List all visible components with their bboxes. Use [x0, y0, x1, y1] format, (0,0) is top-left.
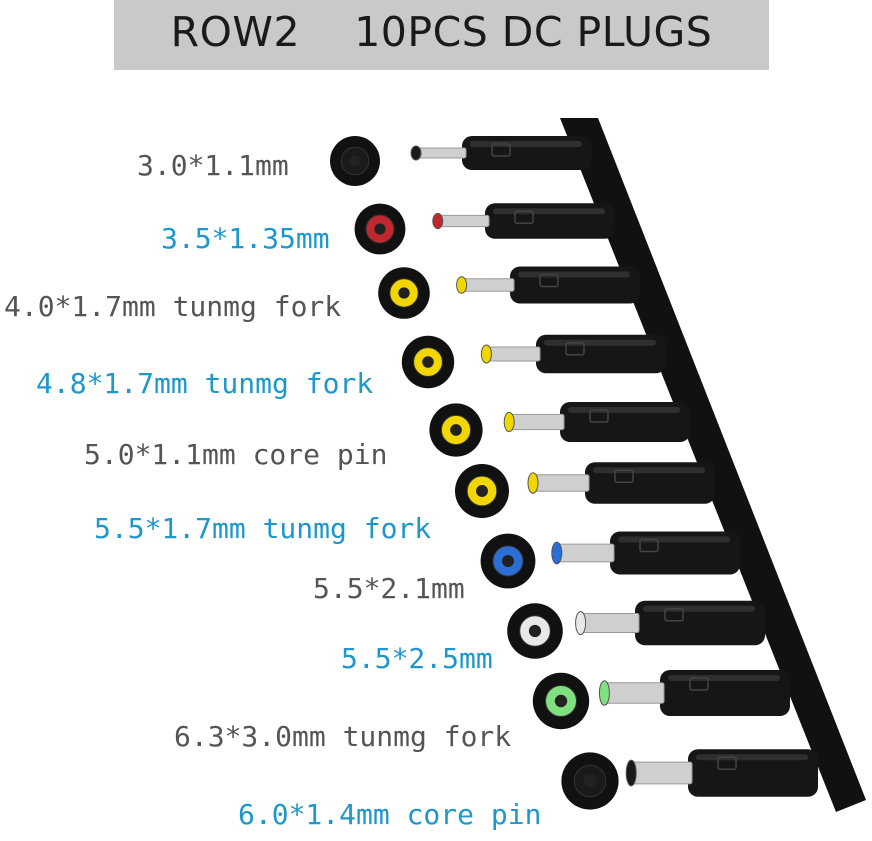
plug-tip-5: [429, 403, 483, 457]
plug-label-3: 4.0*1.7mm tunmg fork: [4, 290, 342, 323]
plug-label-7: 5.5*2.1mm: [313, 572, 465, 605]
dc-plug-5: [503, 402, 690, 442]
plug-tip-6: [455, 464, 509, 518]
plug-label-2: 3.5*1.35mm: [161, 222, 330, 255]
plug-label-4: 4.8*1.7mm tunmg fork: [36, 367, 374, 400]
dc-plug-10: [625, 749, 818, 797]
plug-tip-10: [561, 752, 619, 810]
dc-plug-1: [410, 136, 592, 170]
title-banner: ROW2 10PCS DC PLUGS: [114, 0, 769, 70]
dc-plug-9: [598, 670, 790, 716]
banner-product-title: 10PCS DC PLUGS: [354, 8, 713, 56]
plug-label-8: 5.5*2.5mm: [341, 642, 493, 675]
plug-tip-4: [401, 335, 455, 389]
plug-tip-7: [480, 533, 536, 589]
plug-label-10: 6.0*1.4mm core pin: [238, 798, 542, 831]
banner-title: ROW2 10PCS DC PLUGS: [114, 8, 769, 56]
dc-plug-8: [575, 600, 765, 646]
plug-tip-3: [378, 267, 430, 319]
dc-plug-2: [432, 203, 615, 239]
plug-tip-9: [532, 672, 590, 730]
dc-plug-3: [456, 266, 640, 304]
plug-label-9: 6.3*3.0mm tunmg fork: [174, 720, 512, 753]
dc-plug-6: [527, 462, 715, 504]
plug-label-6: 5.5*1.7mm tunmg fork: [94, 512, 432, 545]
dc-plug-7: [551, 531, 740, 575]
banner-row-label: ROW2: [170, 8, 301, 56]
plug-tip-1: [330, 136, 380, 186]
plug-tip-8: [507, 603, 563, 659]
plug-label-1: 3.0*1.1mm: [137, 149, 289, 182]
plug-tip-2: [354, 203, 406, 255]
plug-label-5: 5.0*1.1mm core pin: [84, 438, 388, 471]
dc-plug-4: [480, 334, 666, 374]
